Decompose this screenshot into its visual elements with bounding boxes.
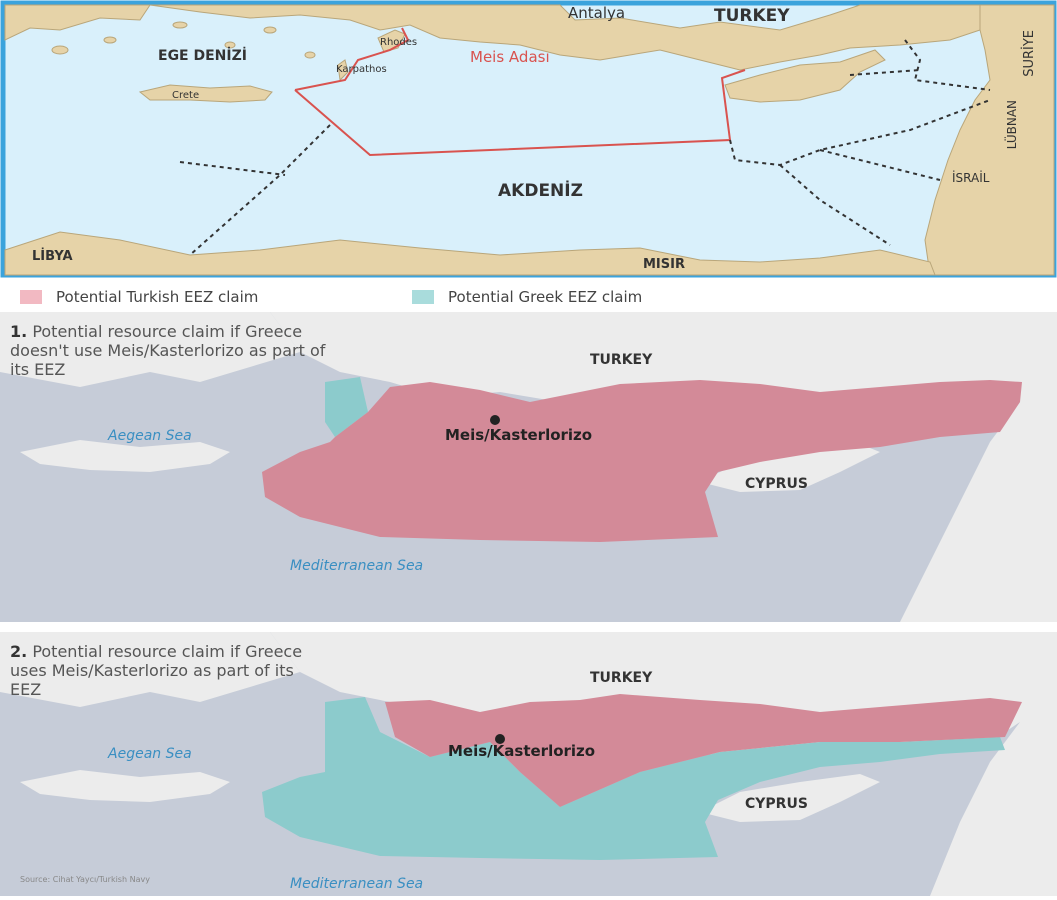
- map1-label-mediterranean: Mediterranean Sea: [290, 558, 423, 574]
- map1-cyprus: [700, 444, 880, 492]
- map2-turkish-claim: [385, 694, 1022, 807]
- map1-label-meis: Meis/Kasterlorizo: [445, 426, 592, 444]
- map1-meis-marker: [490, 415, 500, 425]
- top-map-svg: Antalya TURKEY EGE DENİZİ Rhodes Meis Ad…: [0, 0, 1057, 278]
- legend-turkish-swatch: [20, 290, 42, 304]
- label-antalya: Antalya: [568, 4, 625, 22]
- eez-map-scenario-1: TURKEY Meis/Kasterlorizo Aegean Sea CYPR…: [0, 312, 1057, 622]
- map1-number: 1.: [10, 322, 28, 341]
- map1-svg: TURKEY Meis/Kasterlorizo Aegean Sea CYPR…: [0, 312, 1057, 622]
- label-ege-denizi: EGE DENİZİ: [158, 47, 247, 64]
- greece-landmass: [4, 4, 151, 41]
- aegean-islands: [51, 21, 316, 59]
- map2-land-greece: [0, 632, 300, 707]
- map1-turkish-claim: [262, 380, 1022, 542]
- label-rhodes: Rhodes: [380, 37, 417, 48]
- map1-label-aegean: Aegean Sea: [107, 428, 192, 444]
- label-misir: MISIR: [643, 257, 685, 272]
- label-crete: Crete: [172, 90, 199, 101]
- legend-greek-swatch: [412, 290, 434, 304]
- label-meis-adasi: Meis Adası: [470, 48, 550, 66]
- karpathos-island: [337, 59, 349, 82]
- map2-land-turkey: [270, 632, 1057, 896]
- levant-landmass: [924, 4, 1055, 276]
- crete-island: [138, 84, 273, 103]
- eez-map-scenario-2: TURKEY Meis/Kasterlorizo Aegean Sea CYPR…: [0, 632, 1057, 896]
- map2-crete: [20, 770, 230, 802]
- map2-caption-text: Potential resource claim if Greece uses …: [10, 642, 303, 699]
- label-libya: LİBYA: [32, 248, 73, 264]
- map1-label-turkey: TURKEY: [590, 352, 653, 368]
- label-lubnan: LÜBNAN: [1003, 100, 1019, 149]
- map2-greek-claim: [262, 697, 1005, 860]
- cyprus-island: [724, 49, 886, 103]
- map1-land-greece: [0, 312, 300, 387]
- top-eez-map: Antalya TURKEY EGE DENİZİ Rhodes Meis Ad…: [0, 0, 1057, 278]
- label-turkey-top: TURKEY: [714, 6, 790, 26]
- legend-greek: Potential Greek EEZ claim: [412, 288, 642, 306]
- map2-svg: TURKEY Meis/Kasterlorizo Aegean Sea CYPR…: [0, 632, 1057, 896]
- label-suriye: SURİYE: [1021, 30, 1037, 77]
- map1-caption: 1. Potential resource claim if Greece do…: [10, 322, 330, 379]
- map2-caption: 2. Potential resource claim if Greece us…: [10, 642, 330, 699]
- map2-label-mediterranean: Mediterranean Sea: [290, 876, 423, 892]
- map2-label-aegean: Aegean Sea: [107, 746, 192, 762]
- maritime-boundary-dotted: [179, 39, 991, 256]
- map2-cyprus: [700, 774, 880, 822]
- legend-turkish-label: Potential Turkish EEZ claim: [56, 288, 259, 306]
- label-karpathos: Karpathos: [336, 64, 387, 75]
- top-map-frame: [0, 0, 1057, 278]
- map1-crete: [20, 440, 230, 472]
- map2-meis-marker: [495, 734, 505, 744]
- legend-turkish: Potential Turkish EEZ claim: [20, 288, 258, 306]
- legend: Potential Turkish EEZ claim Potential Gr…: [0, 282, 1057, 312]
- map1-label-cyprus: CYPRUS: [745, 476, 808, 492]
- turkey-landmass: [149, 4, 981, 71]
- map1-caption-text: Potential resource claim if Greece doesn…: [10, 322, 326, 379]
- map2-label-cyprus: CYPRUS: [745, 796, 808, 812]
- map2-label-meis: Meis/Kasterlorizo: [448, 742, 595, 760]
- africa-landmass: [4, 231, 936, 276]
- legend-greek-label: Potential Greek EEZ claim: [448, 288, 643, 306]
- source-credit: Source: Cihat Yaycı/Turkish Navy: [20, 875, 150, 884]
- map2-label-turkey: TURKEY: [590, 670, 653, 686]
- label-akdeniz: AKDENİZ: [498, 179, 583, 201]
- map1-greek-claim: [325, 377, 368, 437]
- label-israil: İSRAİL: [952, 170, 990, 185]
- map2-number: 2.: [10, 642, 28, 661]
